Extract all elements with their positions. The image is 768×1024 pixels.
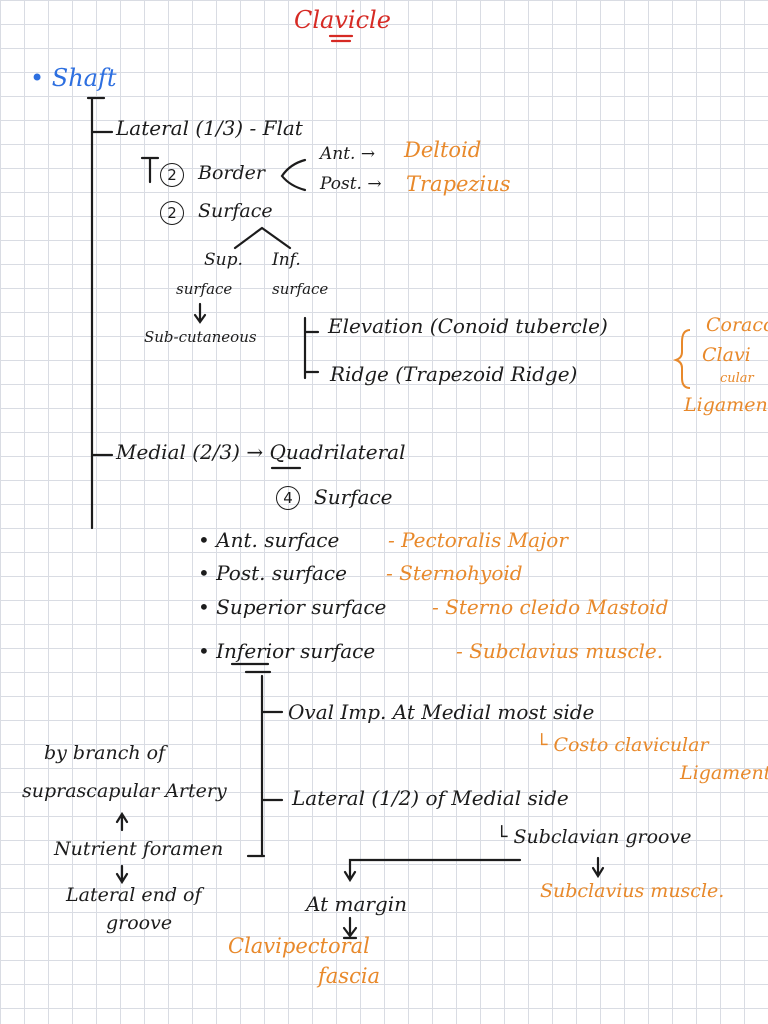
lateral-end-label: Lateral end of — [66, 884, 202, 906]
clavipectoral-label: Clavipectoral — [228, 934, 370, 958]
scm-label: - Sterno cleido Mastoid — [432, 595, 669, 619]
trapezius-label: Trapezius — [406, 172, 511, 196]
suprascapular-artery-label: suprascapular Artery — [22, 780, 227, 802]
border-label: Border — [198, 162, 265, 184]
ant-surface-label: • Ant. surface — [198, 528, 340, 552]
by-branch-label: by branch of — [44, 742, 166, 764]
lateral-half-label: Lateral (1/2) of Medial side — [292, 786, 569, 810]
surface-count-badge: 2 — [160, 201, 184, 225]
nutrient-foramen-label: Nutrient foramen — [54, 838, 224, 860]
surface-label: Surface — [198, 200, 273, 222]
fascia-label: fascia — [318, 964, 381, 988]
medial-heading: Medial (2/3) → Quadrilateral — [116, 440, 406, 464]
sup-surface-line2: surface — [176, 280, 233, 298]
inf-surface-line2: surface — [272, 280, 329, 298]
pectoralis-major-label: - Pectoralis Major — [388, 528, 568, 552]
coraco-line-4: Ligament — [684, 394, 768, 416]
inferior-surface-label: • Inferior surface — [198, 639, 376, 663]
post-border-label: Post. → — [320, 174, 382, 194]
subclavian-groove-label: └ Subclavian groove — [496, 826, 692, 848]
coraco-line-3: cular — [720, 371, 754, 386]
border-count-badge: 2 — [160, 163, 184, 187]
superior-surface-label: • Superior surface — [198, 595, 387, 619]
medial-surface-label: Surface — [314, 485, 393, 509]
groove-label: groove — [106, 912, 173, 934]
medial-surface-count-badge: 4 — [276, 486, 300, 510]
oval-impression-label: Oval Imp. At Medial most side — [288, 700, 595, 724]
inf-surface-line1: Inf. — [272, 250, 301, 270]
costoclavicular-ligament-label: Ligament — [680, 762, 768, 784]
costoclavicular-label: └ Costo clavicular — [536, 734, 709, 756]
page-title: Clavicle — [294, 6, 391, 34]
subclavius-muscle-groove-label: Subclavius muscle. — [540, 880, 725, 902]
sternohyoid-label: - Sternohyoid — [386, 561, 523, 585]
elevation-label: Elevation (Conoid tubercle) — [328, 314, 608, 338]
ridge-label: Ridge (Trapezoid Ridge) — [330, 362, 578, 386]
deltoid-label: Deltoid — [404, 138, 482, 162]
subcutaneous-label: Sub-cutaneous — [144, 328, 257, 346]
coraco-line-2: Clavi — [702, 344, 751, 366]
subclavius-muscle-label: - Subclavius muscle. — [456, 639, 664, 663]
coraco-line-1: Coraco — [706, 314, 768, 336]
lateral-heading: Lateral (1/3) - Flat — [116, 116, 303, 140]
ant-border-label: Ant. → — [320, 144, 376, 164]
sup-surface-line1: Sup. — [204, 250, 243, 270]
post-surface-label: • Post. surface — [198, 561, 347, 585]
shaft-heading: • Shaft — [30, 64, 117, 92]
at-margin-label: At margin — [306, 892, 408, 916]
